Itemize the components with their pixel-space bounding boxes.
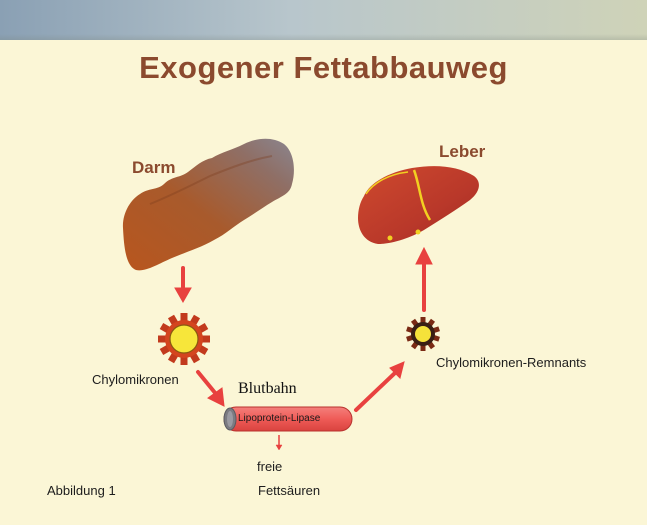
liver-label: Leber — [439, 142, 485, 162]
arrow-head — [416, 248, 432, 264]
arrow-bloodstream-to-remnant — [356, 372, 396, 410]
arrow-chylomicron-to-bloodstream — [198, 372, 216, 394]
arrow-head — [276, 445, 282, 450]
chylomicron-particle — [158, 313, 210, 365]
remnant-particle — [406, 317, 440, 351]
intestine-label: Darm — [132, 158, 175, 178]
liver-vessel-dot — [388, 236, 393, 241]
arrow-head — [175, 288, 191, 302]
lipase-label: Lipoprotein-Lipase — [238, 413, 320, 424]
figure-caption: Abbildung 1 — [47, 483, 116, 498]
free-fatty-acids-label-line2: Fettsäuren — [258, 483, 320, 498]
free-fatty-acids-label-line1: freie — [257, 459, 282, 474]
page-title: Exogener Fettabbauweg — [0, 50, 647, 86]
chylomicron-label: Chylomikronen — [92, 372, 179, 387]
liver-vessel-dot — [416, 230, 421, 235]
arrow-head — [208, 388, 224, 406]
remnant-label: Chylomikronen-Remnants — [436, 355, 586, 370]
bloodstream-label: Blutbahn — [238, 380, 297, 398]
